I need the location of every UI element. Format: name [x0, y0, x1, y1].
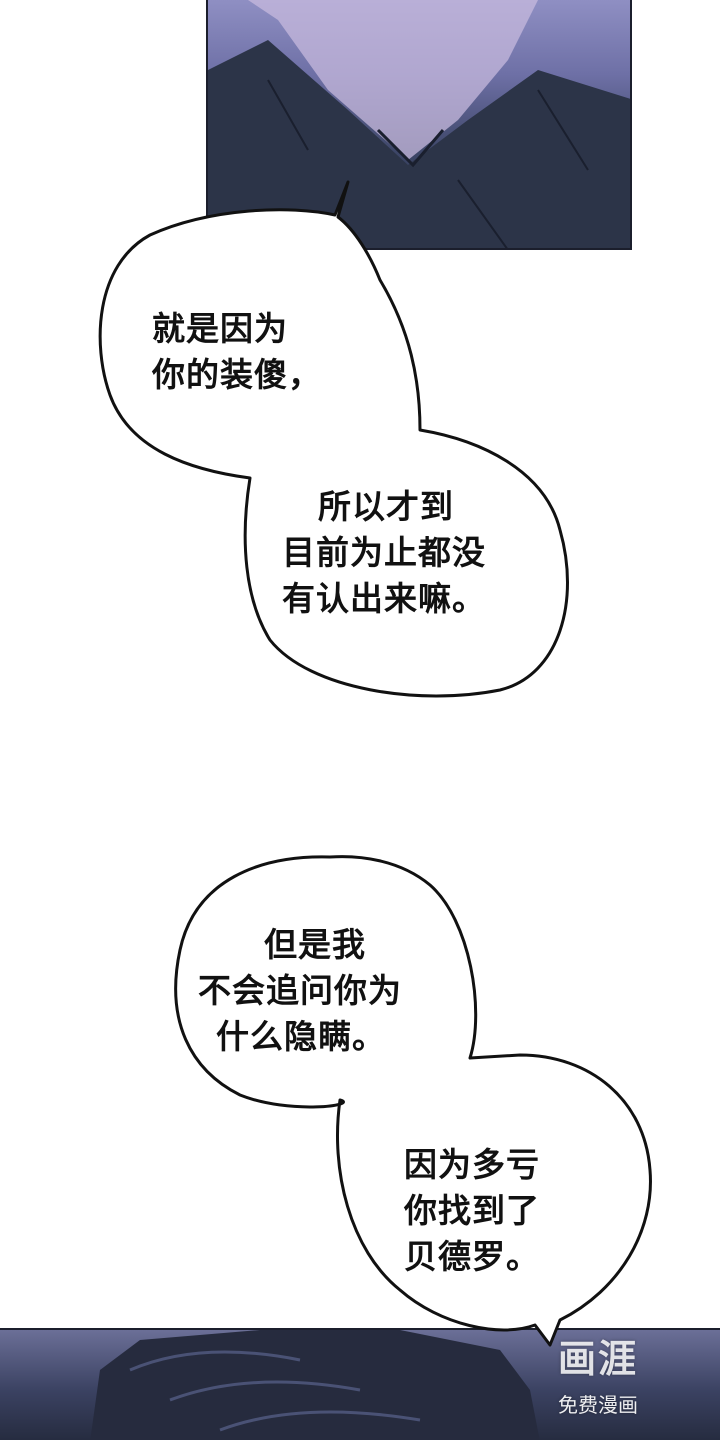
dialogue-line: 就是因为 — [152, 309, 288, 348]
dialogue-line: 你找到了 — [404, 1191, 540, 1230]
panel-top-artwork — [208, 0, 630, 248]
watermark: 画涯 免费漫画 — [534, 1328, 662, 1428]
dialogue-line: 不会追问你为 — [198, 971, 402, 1010]
dialogue-line: 所以才到 — [318, 487, 454, 526]
speech-bubble-2-text-b: 因为多亏 你找到了 贝德罗。 — [404, 1142, 540, 1280]
dialogue-line: 目前为止都没 — [282, 533, 486, 572]
comic-panel-bottom — [0, 1328, 720, 1440]
dialogue-line: 贝德罗。 — [404, 1237, 540, 1276]
dialogue-line: 你的装傻， — [152, 355, 322, 394]
dialogue-line: 但是我 — [264, 925, 366, 964]
dialogue-line: 什么隐瞒。 — [216, 1017, 386, 1056]
watermark-subtitle: 免费漫画 — [558, 1393, 638, 1417]
speech-bubble-1-text-b: 所以才到 目前为止都没 有认出来嘛。 — [282, 484, 486, 622]
panel-bottom-artwork — [90, 1330, 540, 1440]
dialogue-line: 因为多亏 — [404, 1145, 540, 1184]
watermark-logo: 画涯 — [557, 1337, 638, 1381]
speech-bubble-1-text-a: 就是因为 你的装傻， — [152, 306, 322, 398]
speech-bubble-2-text-a: 但是我 不会追问你为 什么隐瞒。 — [198, 922, 402, 1060]
dialogue-line: 有认出来嘛。 — [282, 579, 486, 618]
